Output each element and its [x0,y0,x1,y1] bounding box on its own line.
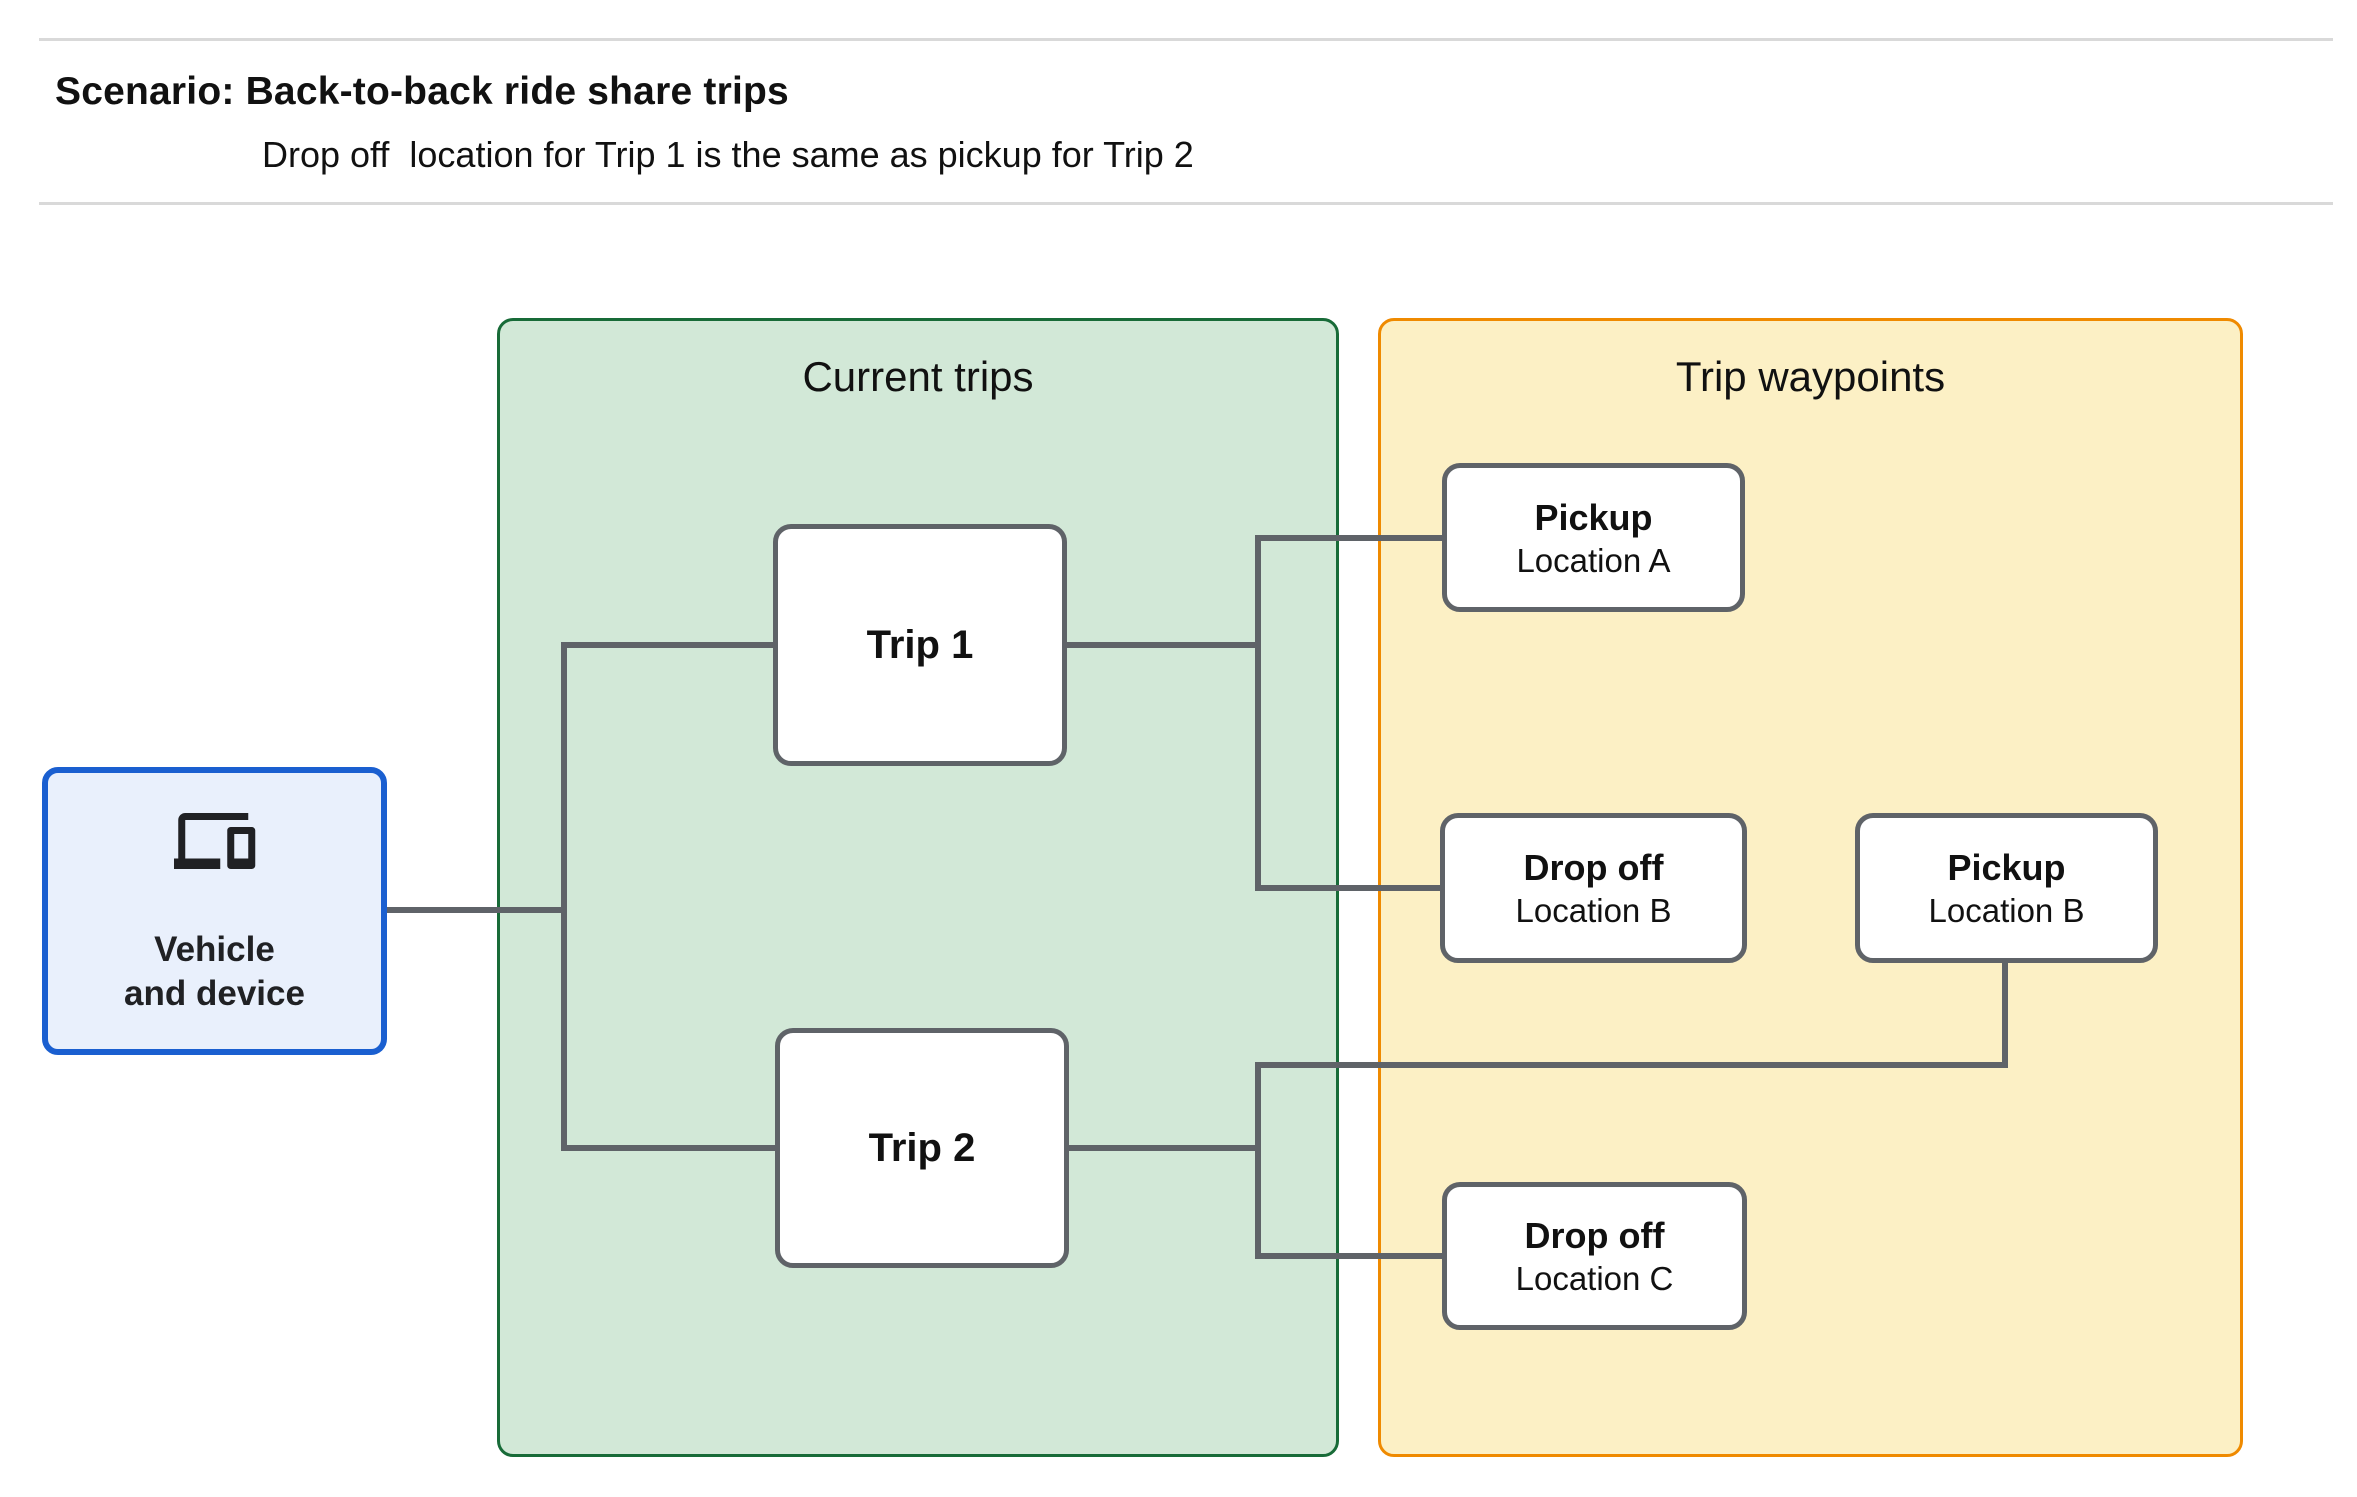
top-divider [39,38,2333,41]
trip2-node: Trip 2 [775,1028,1069,1268]
vehicle-label: Vehicle and device [124,928,305,1016]
edge-branch-vertical [561,642,567,1151]
trip1-label: Trip 1 [866,622,974,667]
edge-branch-to-trip1 [561,642,777,648]
vehicle-and-device-node: Vehicle and device [42,767,387,1055]
edge-trip2-out [1069,1145,1261,1151]
edge-pickup-b-to-junction [1255,1062,2008,1068]
edge-pickup-b-down [2002,961,2008,1068]
vehicle-label-line2: and device [124,974,305,1013]
trip2-label: Trip 2 [868,1125,976,1170]
pickup-b-subtitle: Location B [1928,892,2085,929]
dropoff-b-node: Drop off Location B [1440,813,1747,963]
edge-to-dropoff-c [1255,1253,1446,1259]
trip-waypoints-title: Trip waypoints [1675,353,1946,400]
edge-trip1-junction-vertical [1255,535,1261,891]
page-subtitle: Drop off location for Trip 1 is the same… [262,134,1194,175]
edge-to-pickup-a [1255,535,1446,541]
pickup-a-node: Pickup Location A [1442,463,1745,612]
dropoff-b-title: Drop off [1523,847,1664,888]
edge-to-dropoff-b [1255,885,1444,891]
dropoff-c-node: Drop off Location C [1442,1182,1747,1330]
pickup-b-title: Pickup [1947,847,2066,888]
edge-trip2-junction-vertical [1255,1062,1261,1259]
vehicle-label-line1: Vehicle [154,930,275,969]
devices-icon [173,813,255,869]
edge-vehicle-to-branch [385,907,567,913]
dropoff-c-title: Drop off [1524,1215,1665,1256]
edge-branch-to-trip2 [561,1145,779,1151]
current-trips-title: Current trips [802,353,1034,400]
pickup-a-subtitle: Location A [1516,541,1671,579]
header-divider [39,202,2333,205]
dropoff-b-subtitle: Location B [1515,892,1672,929]
trip1-node: Trip 1 [773,524,1067,766]
page-title: Scenario: Back-to-back ride share trips [55,70,789,113]
pickup-b-node: Pickup Location B [1855,813,2158,963]
current-trips-container: Current trips [497,318,1339,1457]
dropoff-c-subtitle: Location C [1515,1260,1674,1297]
pickup-a-title: Pickup [1534,496,1653,538]
edge-trip1-out [1067,642,1261,648]
